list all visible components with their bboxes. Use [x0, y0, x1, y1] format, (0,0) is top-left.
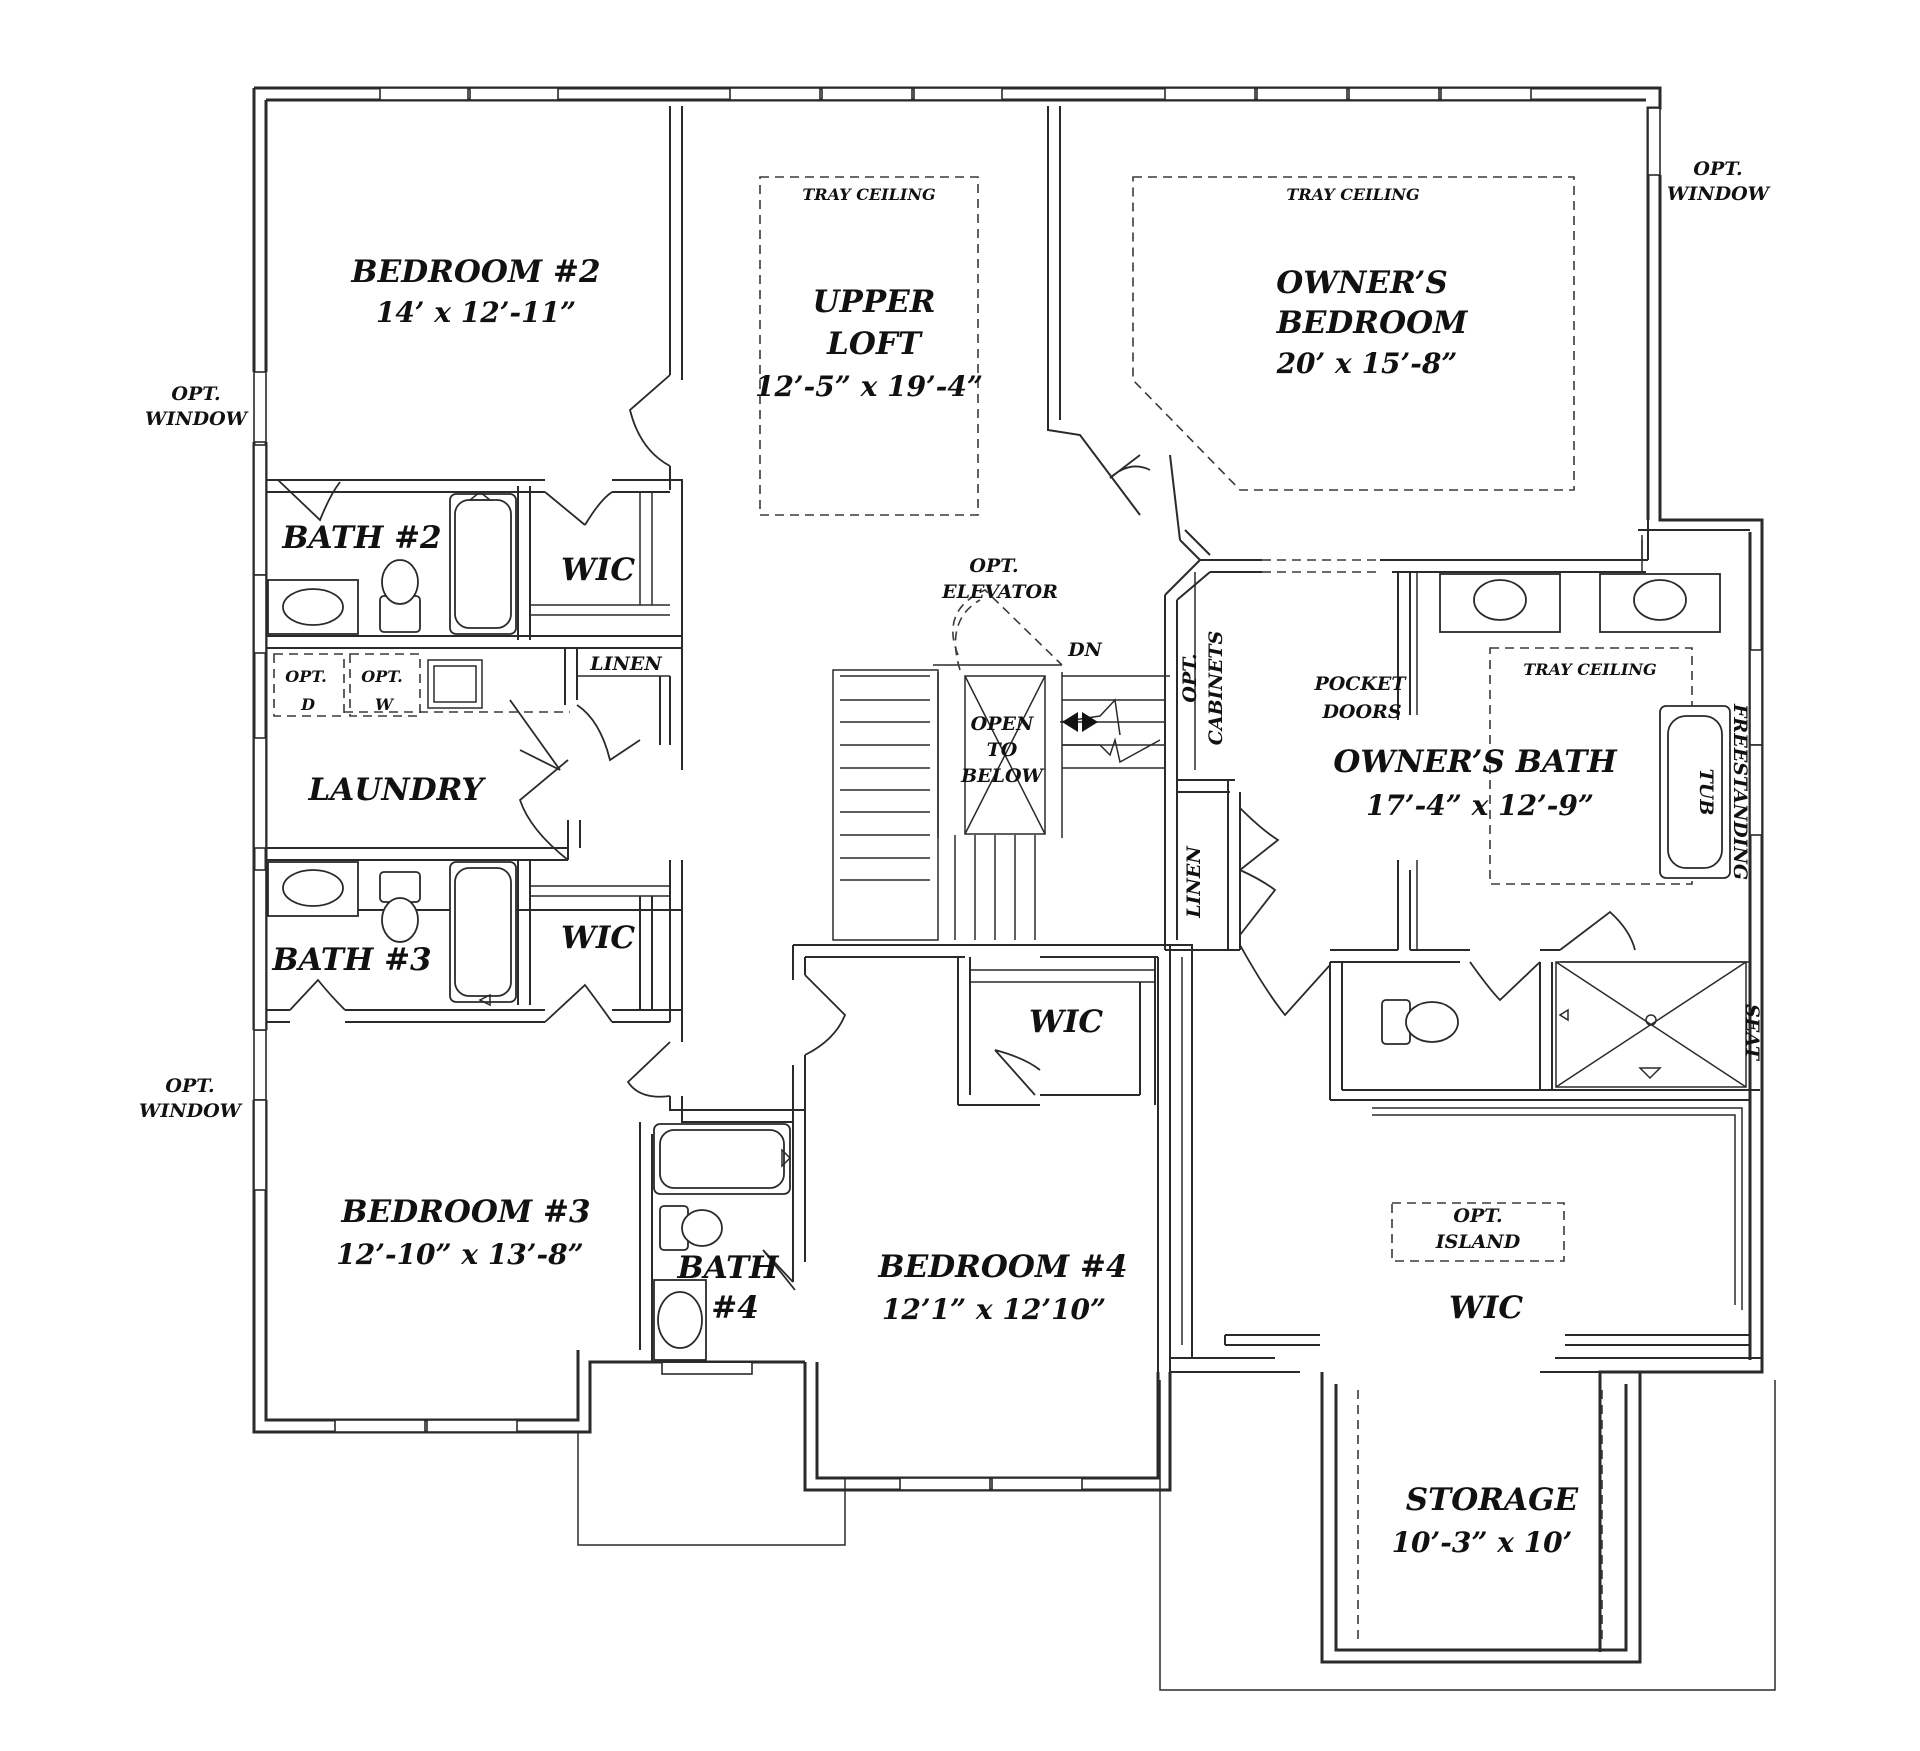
opt-island-1: OPT.	[1453, 1205, 1502, 1227]
room-labels: BEDROOM #2 14’ x 12’-11” TRAY CEILING UP…	[139, 158, 1771, 1559]
loft-name-1: UPPER	[812, 284, 935, 320]
interior-walls	[266, 106, 1762, 1645]
laundry-label: LAUNDRY	[307, 772, 486, 808]
owners-bed-dim: 20’ x 15’-8”	[1276, 347, 1458, 380]
opt-window-top-right-2: WINDOW	[1667, 183, 1771, 205]
pocket-doors-2: DOORS	[1321, 701, 1401, 723]
fixtures	[267, 491, 1731, 1361]
tray-ceiling-loft: TRAY CEILING	[802, 185, 935, 204]
bath4-line1: BATH	[677, 1250, 781, 1286]
loft-dim: 12’-5” x 19’-4”	[755, 370, 983, 403]
bedroom2-dim: 14’ x 12’-11”	[376, 296, 576, 329]
owners-bed-name-1: OWNER’S	[1276, 265, 1448, 301]
wic-owner: WIC	[1449, 1290, 1523, 1326]
storage-dim: 10’-3” x 10’	[1392, 1526, 1573, 1559]
opt-island-2: ISLAND	[1435, 1231, 1521, 1253]
opt-d-1: OPT.	[285, 667, 326, 686]
loft-name-2: LOFT	[826, 326, 923, 362]
open-to-below-3: BELOW	[960, 765, 1044, 787]
opt-window-left-upper-1: OPT.	[171, 383, 220, 405]
opt-window-left-upper-2: WINDOW	[145, 408, 249, 430]
seat-label: SEAT	[1741, 1004, 1763, 1062]
windows	[253, 87, 1763, 1491]
storage-name: STORAGE	[1406, 1482, 1579, 1518]
opt-cabinets-2: CABINETS	[1205, 631, 1227, 746]
opt-window-top-right-1: OPT.	[1693, 158, 1742, 180]
bedroom3-dim: 12’-10” x 13’-8”	[336, 1238, 584, 1271]
opt-elevator-2: ELEVATOR	[941, 581, 1058, 603]
linen-owner: LINEN	[1183, 846, 1205, 919]
open-to-below-2: TO	[987, 739, 1018, 761]
owners-bath-dim: 17’-4” x 12’-9”	[1366, 789, 1594, 822]
tray-ceiling-bath: TRAY CEILING	[1523, 660, 1656, 679]
opt-w-2: W	[375, 695, 395, 714]
owners-bath-name: OWNER’S BATH	[1333, 744, 1618, 780]
bedroom3-name: BEDROOM #3	[340, 1194, 590, 1230]
linen-laundry: LINEN	[589, 653, 662, 675]
wic-bed3: WIC	[561, 920, 635, 956]
wic-bed4: WIC	[1029, 1004, 1103, 1040]
pocket-doors-1: POCKET	[1313, 673, 1407, 695]
opt-elevator-1: OPT.	[969, 555, 1018, 577]
opt-w-1: OPT.	[361, 667, 402, 686]
bedroom2-name: BEDROOM #2	[350, 254, 600, 290]
opt-window-left-lower-2: WINDOW	[139, 1100, 243, 1122]
opt-d-2: D	[300, 695, 315, 714]
freestanding-label: FREESTANDING	[1729, 703, 1751, 880]
tub-label: TUB	[1695, 769, 1717, 816]
stairs	[832, 589, 1170, 941]
bath3-label: BATH #3	[271, 942, 431, 978]
bath2-label: BATH #2	[281, 520, 441, 556]
open-to-below-1: OPEN	[971, 713, 1034, 735]
bedroom4-dim: 12’1” x 12’10”	[882, 1293, 1106, 1326]
dn-label: DN	[1067, 639, 1102, 661]
bedroom4-name: BEDROOM #4	[877, 1249, 1127, 1285]
owners-bed-name-2: BEDROOM	[1276, 305, 1469, 341]
bath4-line2: #4	[711, 1290, 759, 1326]
wic-bed2: WIC	[561, 552, 635, 588]
tray-ceiling-owner: TRAY CEILING	[1286, 185, 1419, 204]
opt-window-left-lower-1: OPT.	[165, 1075, 214, 1097]
doors	[277, 374, 1636, 1291]
opt-cabinets-1: OPT.	[1179, 653, 1201, 702]
